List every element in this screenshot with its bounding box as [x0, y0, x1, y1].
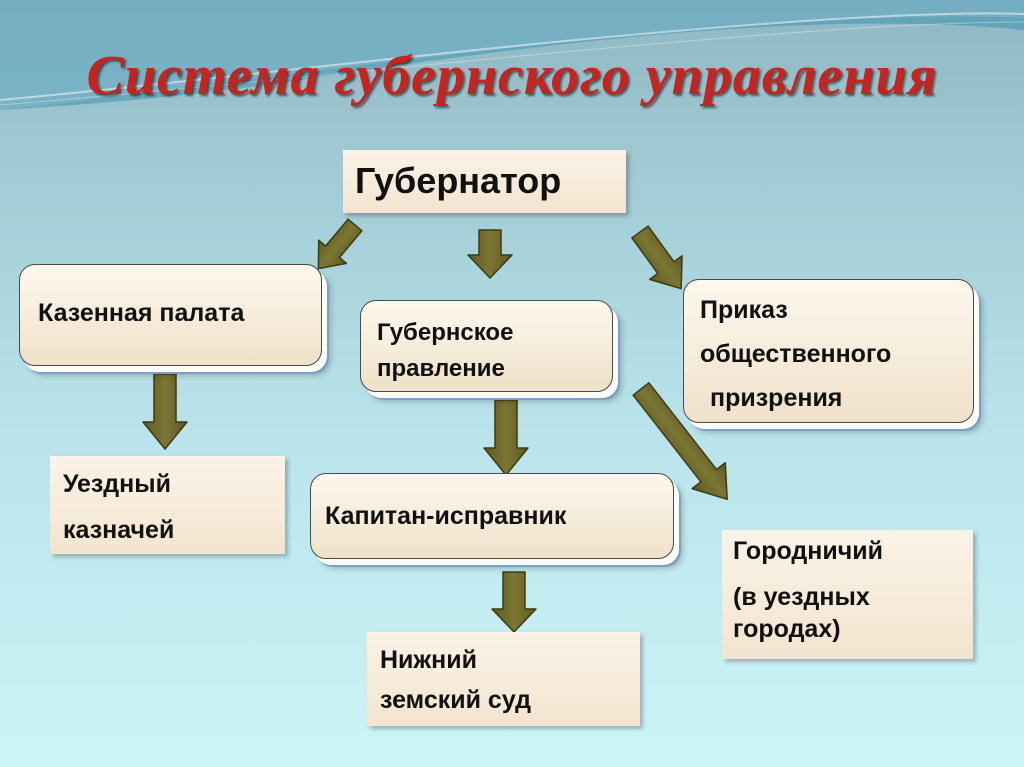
- captain-box: Капитан-исправник: [310, 473, 674, 559]
- arrow-board-to-mayor: [632, 382, 728, 501]
- lower-court-line-2: земский суд: [380, 686, 531, 714]
- treasury-chamber-label: Казенная палата: [38, 299, 245, 327]
- public-charity-line-2: общественного: [700, 340, 892, 368]
- mayor-line-1: Городничий: [733, 537, 883, 565]
- public-charity-line-1: Приказ: [700, 296, 788, 324]
- lower-court-box: Нижний земский суд: [367, 632, 640, 726]
- district-treasurer-line-1: Уездный: [63, 470, 171, 498]
- governor-label: Губернатор: [355, 160, 562, 201]
- district-treasurer-line-2: казначей: [63, 516, 175, 544]
- arrow-governor-to-board: [467, 229, 513, 279]
- lower-court-line-1: Нижний: [380, 646, 477, 674]
- arrow-board-to-captain: [483, 399, 529, 476]
- provincial-board-line-2: правление: [377, 355, 505, 382]
- treasury-chamber-box: Казенная палата: [19, 264, 322, 366]
- mayor-box: Городничий (в уездных городах): [722, 530, 973, 659]
- public-charity-box: Приказ общественного призрения: [683, 279, 974, 423]
- arrow-captain-to-court: [491, 571, 537, 633]
- district-treasurer-box: Уездный казначей: [50, 456, 285, 554]
- governor-box: Губернатор: [343, 150, 626, 213]
- mayor-line-3: городах): [733, 615, 841, 643]
- wave-decoration: [0, 0, 1024, 110]
- page-title: Система губернского управления: [86, 45, 938, 107]
- captain-label: Капитан-исправник: [325, 502, 567, 530]
- arrow-treasury-to-treasurer: [142, 373, 188, 450]
- provincial-board-line-1: Губернское: [377, 319, 514, 346]
- arrow-governor-to-treasury: [317, 218, 363, 270]
- public-charity-line-3: призрения: [710, 384, 843, 412]
- provincial-board-box: Губернское правление: [360, 300, 613, 392]
- mayor-line-2: (в уездных: [733, 583, 870, 611]
- arrow-governor-to-charity: [631, 225, 683, 290]
